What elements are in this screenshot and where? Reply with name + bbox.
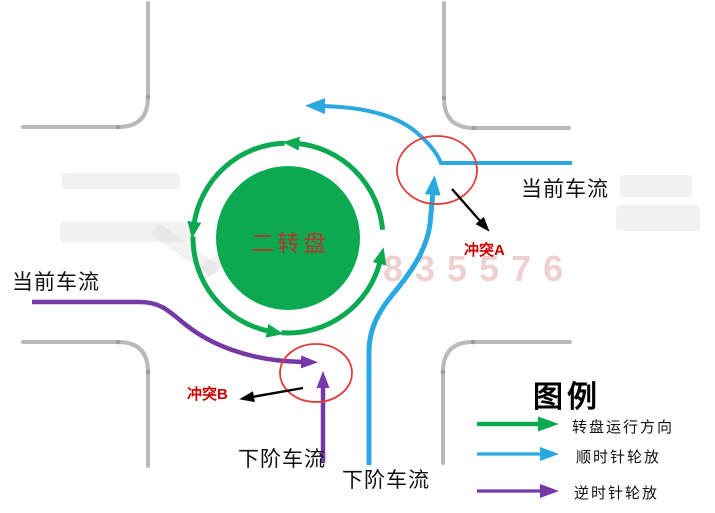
legend-item-roundabout-direction: 转盘运行方向: [572, 419, 675, 436]
flow-blue-right-to-left: [305, 98, 572, 165]
roundabout-island: [216, 166, 360, 310]
watermark-smudge: [60, 222, 192, 242]
label-current-flow-left: 当前车流: [12, 271, 100, 294]
flow-blue-bottom-to-top: [366, 175, 441, 465]
label-next-flow-bottom-left: 下阶车流: [238, 448, 326, 471]
legend-title: 图例: [533, 381, 601, 414]
circulation-arc-right-top: [282, 136, 386, 230]
watermark-smudge: [616, 205, 700, 231]
legend-item-counterclockwise-release: 逆时针轮放: [574, 485, 660, 502]
road-corner-top-right: [442, 1, 571, 130]
watermark-smudge: [62, 173, 180, 189]
label-current-flow-right: 当前车流: [521, 178, 609, 201]
legend-item-clockwise-release: 顺时针轮放: [576, 449, 662, 466]
road-corner-bottom-left: [21, 340, 150, 468]
conflict-b-pointer-arrow: [239, 386, 304, 403]
circulation-arc-bottom-right: [281, 247, 387, 336]
circulation-arc-left-bottom: [190, 236, 284, 338]
flow-purple-left-to-center: [32, 299, 318, 369]
road-corner-top-left: [21, 1, 150, 129]
island-label: 二转盘: [251, 230, 329, 256]
label-conflict-b: 冲突B: [187, 386, 228, 403]
label-conflict-a: 冲突A: [464, 242, 505, 259]
label-next-flow-bottom-right: 下阶车流: [342, 469, 430, 492]
conflict-b-ellipse: [279, 343, 353, 403]
conflict-a-ellipse: [396, 135, 478, 205]
road-node-dots: [115, 94, 477, 375]
circulation-arc-top-left: [187, 140, 285, 239]
conflict-a-pointer-arrow: [451, 188, 490, 232]
watermark-smudge: [620, 175, 692, 197]
